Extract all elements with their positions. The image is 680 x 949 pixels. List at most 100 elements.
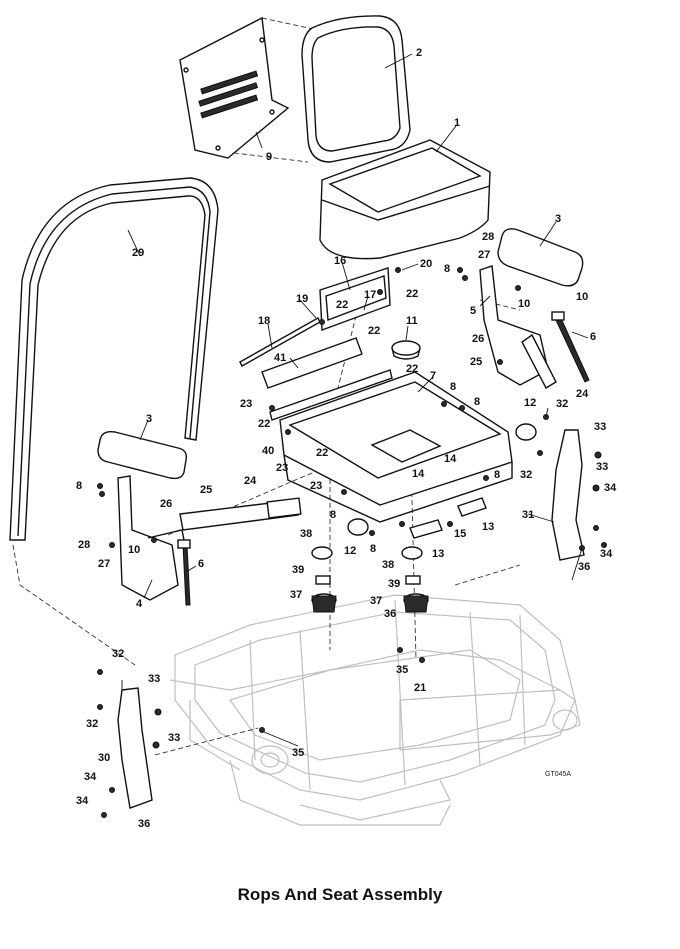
- callout-37: 37: [370, 595, 382, 607]
- part-30-rops-mount-left: [117, 687, 153, 809]
- callout-10: 10: [576, 291, 588, 303]
- callout-30: 30: [98, 752, 110, 764]
- callout-19: 19: [296, 293, 308, 305]
- callout-8: 8: [450, 381, 456, 393]
- callout-8: 8: [330, 509, 336, 521]
- part-40-rail: [269, 369, 393, 421]
- callout-10: 10: [128, 544, 140, 556]
- assembly-guide-lines: [12, 17, 521, 756]
- callout-16: 16: [334, 255, 346, 267]
- callout-13: 13: [432, 548, 444, 560]
- callout-33: 33: [168, 732, 180, 744]
- part-37-38-39-shock-left: [311, 546, 337, 613]
- callout-23: 23: [276, 462, 288, 474]
- callout-34: 34: [84, 771, 97, 783]
- callout-13: 13: [482, 521, 494, 533]
- callout-28: 28: [78, 539, 90, 551]
- callout-12: 12: [344, 545, 356, 557]
- callout-26: 26: [160, 498, 172, 510]
- callout-21: 21: [414, 682, 426, 694]
- callout-8: 8: [370, 543, 376, 555]
- callout-14: 14: [444, 453, 457, 465]
- callout-35: 35: [292, 747, 304, 759]
- figure-code: GT045A: [545, 771, 571, 778]
- callout-1: 1: [454, 117, 460, 129]
- part-3-armrest-left: [97, 430, 188, 480]
- callout-22: 22: [406, 363, 418, 375]
- callout-34: 34: [604, 482, 617, 494]
- callout-4: 4: [136, 598, 143, 610]
- callout-39: 39: [292, 564, 304, 576]
- callout-9: 9: [266, 151, 272, 163]
- callout-3: 3: [146, 413, 152, 425]
- part-11-knob: [391, 340, 421, 360]
- callout-23: 23: [240, 398, 252, 410]
- callout-22: 22: [368, 325, 380, 337]
- callout-27: 27: [98, 558, 110, 570]
- part-2-seat-back: [301, 15, 411, 163]
- callout-8: 8: [444, 263, 450, 275]
- callout-32: 32: [112, 648, 124, 660]
- callout-29: 29: [132, 247, 144, 259]
- callout-15: 15: [454, 528, 466, 540]
- callout-31: 31: [522, 509, 534, 521]
- part-9-back-plate: [179, 16, 290, 159]
- callout-33: 33: [594, 421, 606, 433]
- callout-labels: 1 2 3 3 4 5 6 6 7 8 8 8 8 8 8 8 9 10 10 …: [76, 47, 617, 830]
- callout-32: 32: [556, 398, 568, 410]
- callout-40: 40: [262, 445, 274, 457]
- diagram-caption: Rops And Seat Assembly: [237, 885, 443, 904]
- callout-34: 34: [76, 795, 89, 807]
- part-24-strut-right: [521, 333, 557, 389]
- callout-39: 39: [388, 578, 400, 590]
- callout-34: 34: [600, 548, 613, 560]
- part-13-pin-a: [457, 497, 487, 517]
- callout-6: 6: [198, 558, 204, 570]
- part-31-rops-mount-right: [551, 429, 585, 561]
- part-6-rod-left: [177, 539, 191, 606]
- callout-8: 8: [494, 469, 500, 481]
- callout-22: 22: [336, 299, 348, 311]
- callout-38: 38: [300, 528, 312, 540]
- callout-14: 14: [412, 468, 425, 480]
- callout-24: 24: [244, 475, 257, 487]
- callout-25: 25: [470, 356, 482, 368]
- callout-24: 24: [576, 388, 589, 400]
- callout-38: 38: [382, 559, 394, 571]
- callout-22: 22: [406, 288, 418, 300]
- callout-41: 41: [274, 352, 286, 364]
- callout-26: 26: [472, 333, 484, 345]
- callout-20: 20: [420, 258, 432, 270]
- callout-8: 8: [474, 396, 480, 408]
- callout-10: 10: [518, 298, 530, 310]
- callout-35: 35: [396, 664, 408, 676]
- callout-22: 22: [258, 418, 270, 430]
- callout-33: 33: [148, 673, 160, 685]
- callout-36: 36: [578, 561, 590, 573]
- mower-chassis-frame: [169, 594, 581, 826]
- part-12-bumper-b: [347, 518, 369, 536]
- callout-27: 27: [478, 249, 490, 261]
- callout-2: 2: [416, 47, 422, 59]
- part-3-armrest-right: [497, 228, 584, 287]
- hardware-fasteners: [97, 267, 607, 818]
- callout-23: 23: [310, 480, 322, 492]
- callout-36: 36: [138, 818, 150, 830]
- exploded-parts-diagram: 1 2 3 3 4 5 6 6 7 8 8 8 8 8 8 8 9 10 10 …: [9, 15, 617, 830]
- callout-8: 8: [76, 480, 82, 492]
- callout-17: 17: [364, 289, 376, 301]
- callout-36: 36: [384, 608, 396, 620]
- callout-32: 32: [86, 718, 98, 730]
- part-29-rops-bar: [9, 177, 219, 541]
- part-16-slide-bracket: [319, 267, 391, 331]
- part-1-seat-cushion: [319, 139, 491, 260]
- part-6-rod-right: [551, 311, 590, 383]
- callout-6: 6: [590, 331, 596, 343]
- callout-28: 28: [482, 231, 494, 243]
- part-24-strut-left: [179, 497, 302, 531]
- callout-11: 11: [406, 315, 418, 327]
- leader-lines: [121, 53, 589, 747]
- part-41-plate: [261, 337, 363, 389]
- callout-12: 12: [524, 397, 536, 409]
- callout-33: 33: [596, 461, 608, 473]
